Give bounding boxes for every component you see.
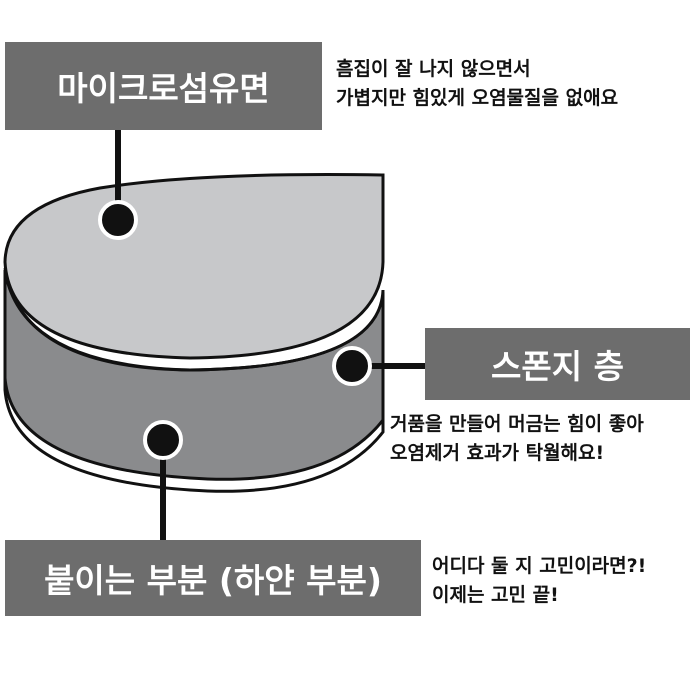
sponge-description-line-2: 오염제거 효과가 탁월해요!	[390, 442, 605, 464]
adhesive-marker	[143, 420, 183, 460]
adhesive-description: 어디다 둘 지 고민이라면?! 이제는 고민 끝!	[432, 552, 646, 610]
adhesive-description-line-1: 어디다 둘 지 고민이라면?!	[432, 555, 647, 577]
sponge-description: 거품을 만들어 머금는 힘이 좋아 오염제거 효과가 탁월해요!	[390, 410, 644, 468]
microfiber-label: 마이크로섬유면	[5, 42, 322, 130]
microfiber-surface-rim	[3, 267, 385, 372]
microfiber-description-line-1: 흠집이 잘 나지 않으면서	[336, 58, 531, 80]
adhesive-description-line-2: 이제는 고민 끝!	[432, 584, 559, 606]
microfiber-description-line-2: 가볍지만 힘있게 오염물질을 없애요	[336, 87, 619, 109]
microfiber-description: 흠집이 잘 나지 않으면서 가볍지만 힘있게 오염물질을 없애요	[336, 55, 618, 113]
sponge-marker	[332, 346, 372, 386]
sponge-description-line-1: 거품을 만들어 머금는 힘이 좋아	[390, 413, 644, 435]
microfiber-marker	[98, 200, 138, 240]
adhesive-label: 붙이는 부분 (하얀 부분)	[5, 540, 421, 616]
sponge-label: 스폰지 층	[425, 328, 690, 400]
microfiber-surface	[3, 173, 385, 360]
